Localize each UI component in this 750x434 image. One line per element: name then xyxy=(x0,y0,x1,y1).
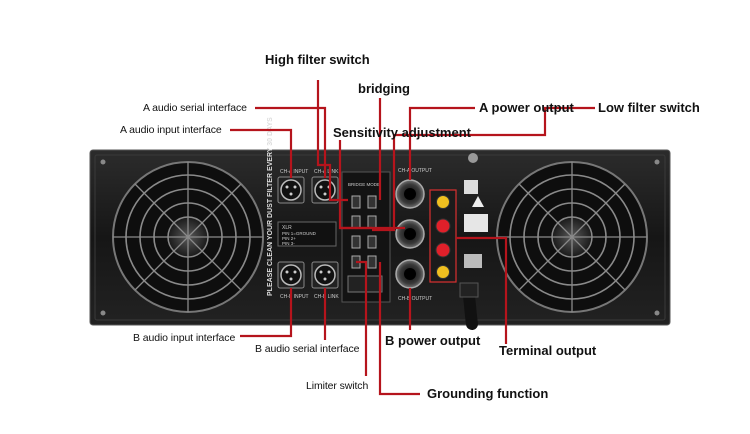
binding-posts xyxy=(429,189,457,283)
leader-low-filter xyxy=(372,106,595,232)
ch-b-input-text: CH-B INPUT xyxy=(280,294,309,300)
ch-b-link-xlr xyxy=(311,261,339,289)
ch-a-input-xlr xyxy=(277,176,305,204)
leader-terminal xyxy=(456,236,508,344)
label-a-audio-input-interface: A audio input interface xyxy=(120,124,222,136)
label-limiter-switch: Limiter switch xyxy=(306,380,369,392)
label-b-audio-serial-interface: B audio serial interface xyxy=(255,343,360,355)
power-cord xyxy=(459,282,479,330)
ch-b-output-text: CH-B OUTPUT xyxy=(398,296,432,302)
leader-a-input xyxy=(230,128,293,178)
ch-b-speakon xyxy=(395,259,425,289)
ch-a-output-text: CH-A OUTPUT xyxy=(398,168,432,174)
label-low-filter-switch: Low filter switch xyxy=(598,100,700,115)
ch-b-input-xlr xyxy=(277,261,305,289)
label-high-filter-switch: High filter switch xyxy=(265,52,370,67)
xlr-pin-legend: XLR PIN 1=GROUND PIN 2+ PIN 3- xyxy=(277,221,337,247)
label-b-audio-input-interface: B audio input interface xyxy=(133,332,236,344)
label-grounding-function: Grounding function xyxy=(427,386,549,401)
leader-limiter xyxy=(356,260,368,376)
xlr-pin3: PIN 3- xyxy=(282,241,295,246)
right-fan xyxy=(496,161,648,313)
label-terminal-output: Terminal output xyxy=(499,343,597,358)
bridge-mode-text: BRIDGE MODE xyxy=(348,182,380,187)
leader-b-input xyxy=(240,288,293,338)
leader-high-filter xyxy=(316,80,348,202)
label-a-audio-serial-interface: A audio serial interface xyxy=(143,102,247,114)
dust-filter-warning: PLEASE CLEAN YOUR DUST FILTER EVERY 30 D… xyxy=(267,117,274,296)
warning-label xyxy=(464,180,488,268)
leader-a-power xyxy=(408,106,475,180)
leader-grounding xyxy=(378,262,420,396)
leader-a-serial xyxy=(255,106,327,178)
ch-a-speakon xyxy=(395,179,425,209)
label-sensitivity-adjustment: Sensitivity adjustment xyxy=(333,125,471,140)
ch-a-link-text: CH-A LINK xyxy=(314,169,339,175)
label-bridging: bridging xyxy=(358,81,410,96)
xlr-title: XLR xyxy=(282,225,292,231)
ch-a-input-text: CH-A INPUT xyxy=(280,169,308,175)
leader-lines xyxy=(230,80,595,396)
label-b-power-output: B power output xyxy=(385,333,481,348)
ch-b-link-text: CH-B LINK xyxy=(314,294,339,300)
left-fan xyxy=(112,161,264,313)
xlr-pin2: PIN 2+ xyxy=(282,236,296,241)
ch-bridge-speakon xyxy=(395,219,425,249)
label-a-power-output: A power output xyxy=(479,100,574,115)
xlr-pin1: PIN 1=GROUND xyxy=(282,231,317,236)
